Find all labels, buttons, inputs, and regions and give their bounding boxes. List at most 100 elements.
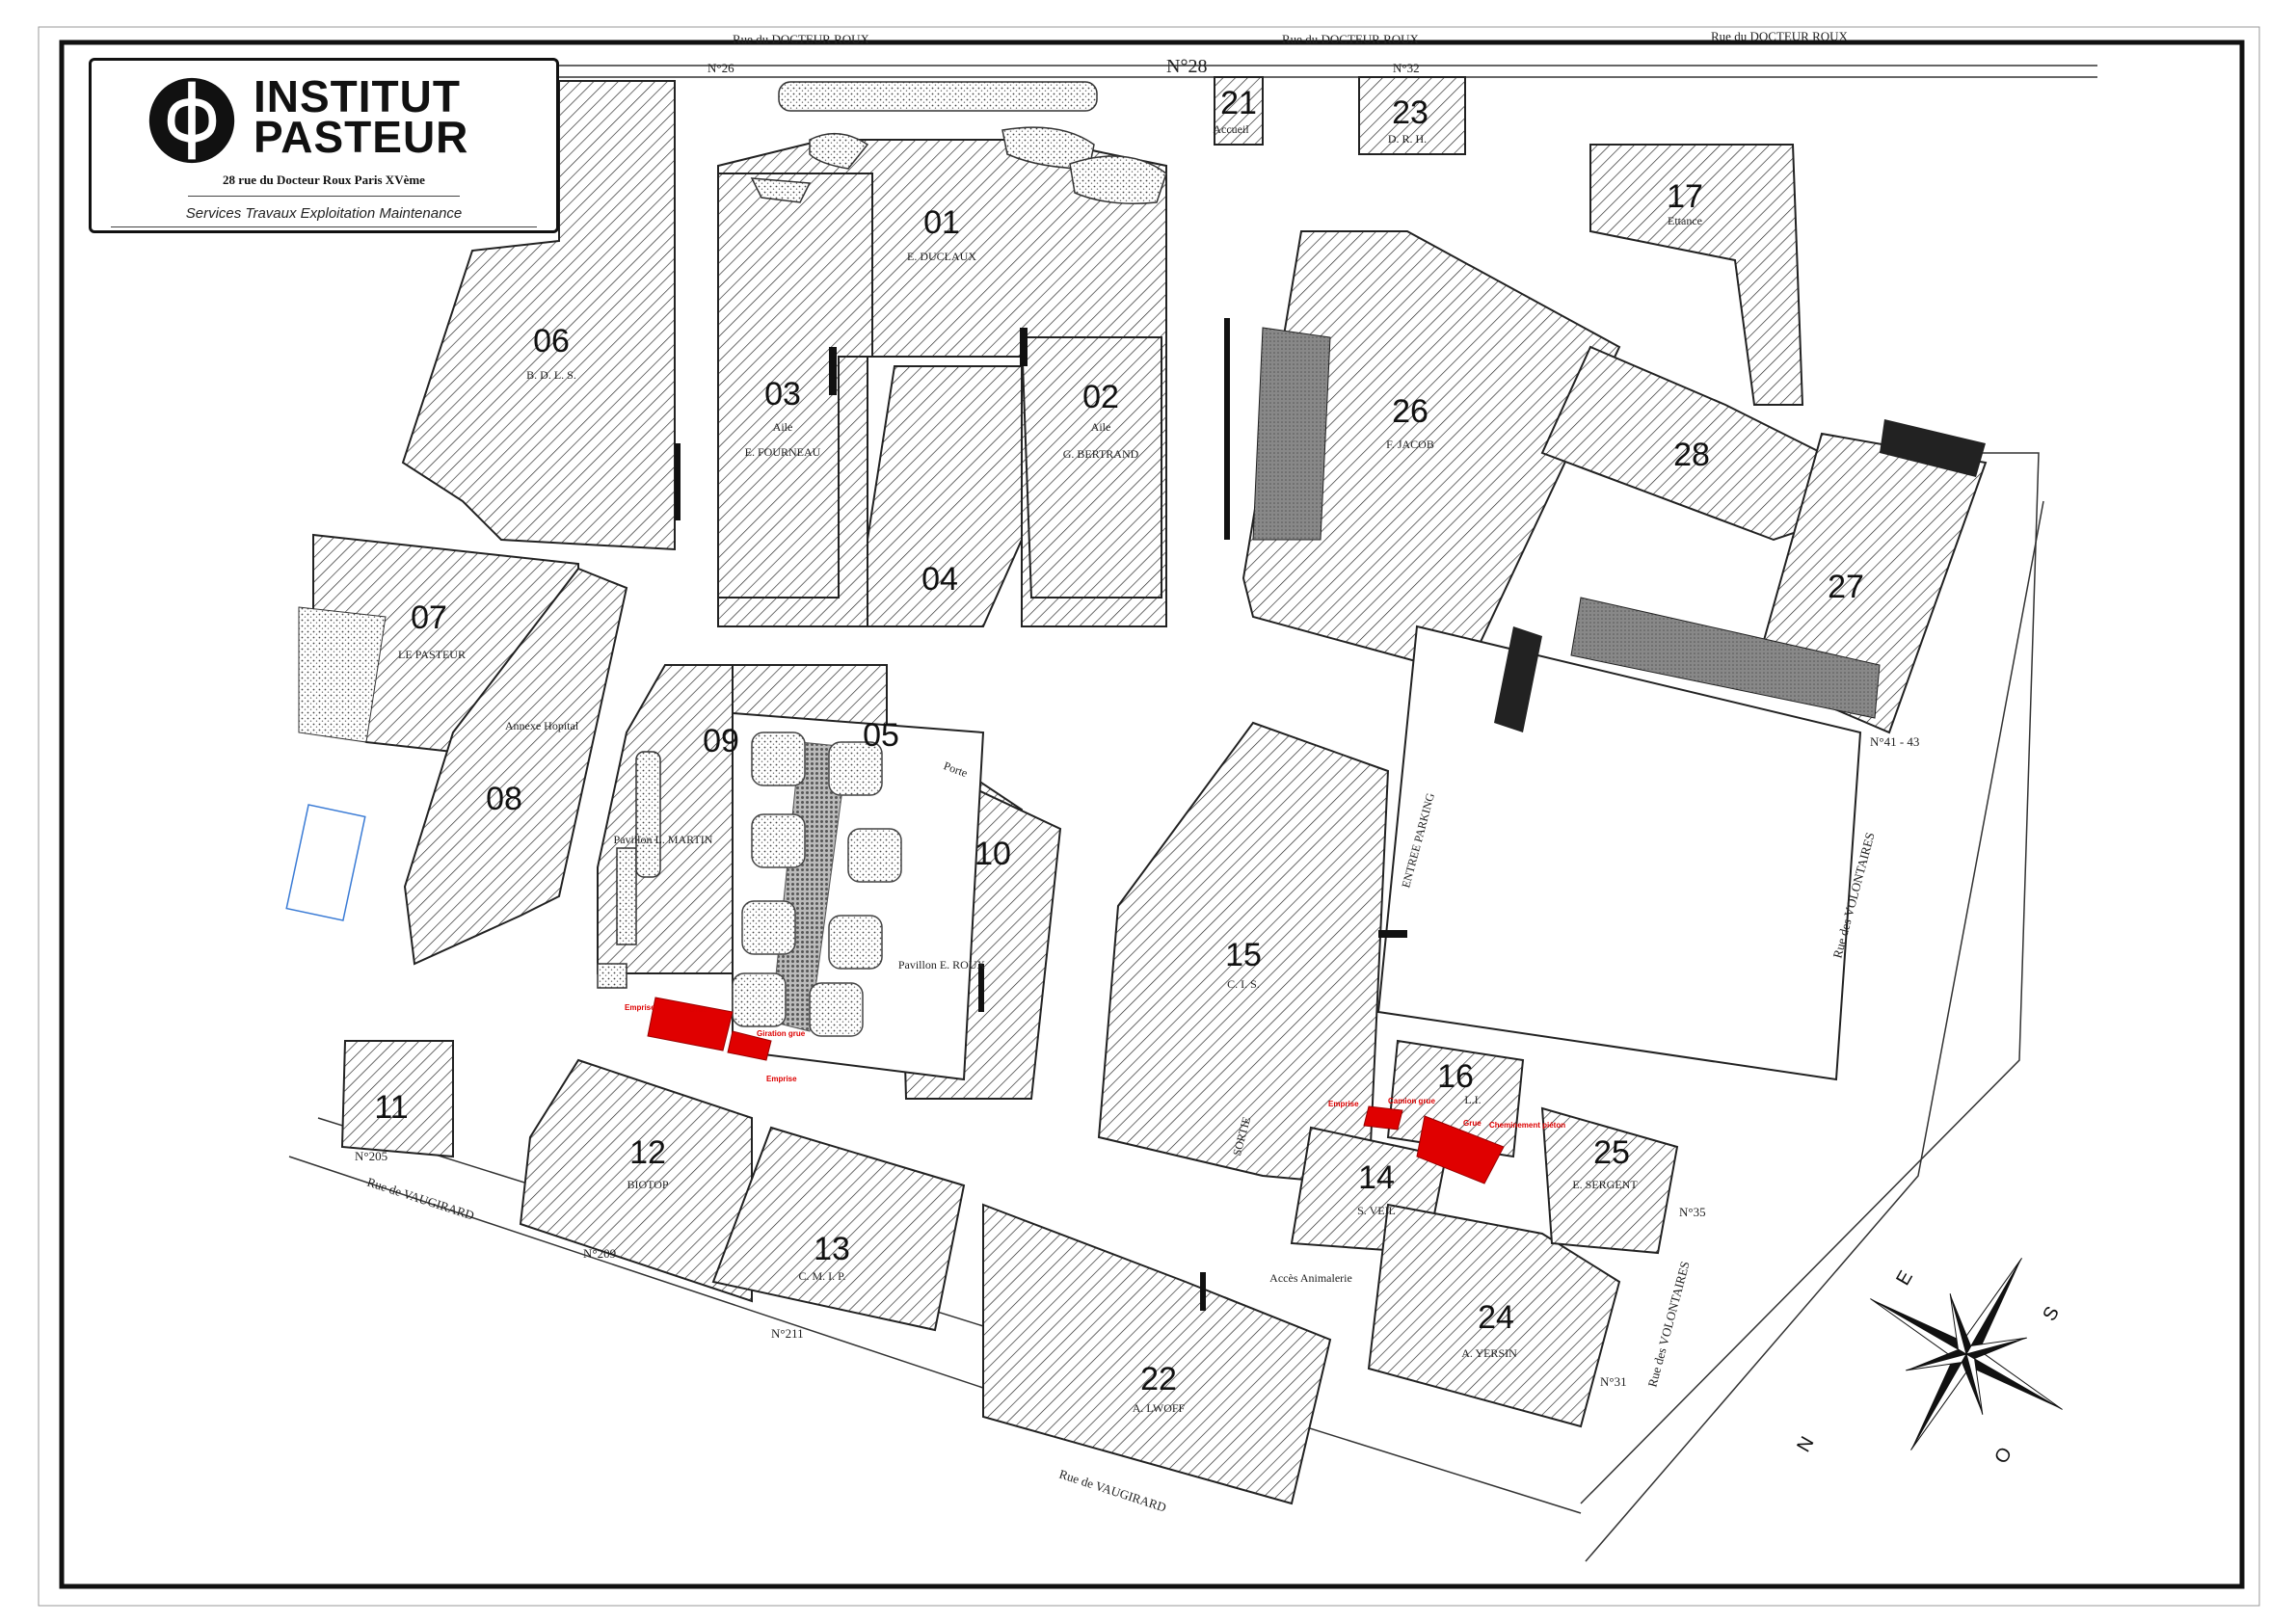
building-22-name: A. LWOFF — [1133, 1401, 1186, 1415]
institution-department: Services Travaux Exploitation Maintenanc… — [185, 205, 463, 222]
cloister-garden — [732, 732, 902, 1037]
building-28-number: 28 — [1673, 437, 1710, 473]
label-acces-animalerie: Accès Animalerie — [1269, 1271, 1352, 1285]
compass-e: E — [1892, 1267, 1917, 1290]
inner-frame — [59, 40, 2245, 1589]
label-emprise2-west: Emprise — [766, 1075, 797, 1083]
crane-zone-west-2 — [727, 1030, 772, 1061]
building-16-name: L.I. — [1464, 1093, 1481, 1106]
building-22[interactable] — [982, 1203, 1332, 1505]
building-17[interactable] — [1589, 144, 1804, 406]
building-15[interactable] — [1097, 721, 1390, 1187]
street-vaugirard-1: Rue de VAUGIRARD — [365, 1175, 476, 1223]
building-17-name: Ettance — [1668, 214, 1702, 227]
building-24[interactable] — [1367, 1203, 1621, 1428]
building-12[interactable] — [519, 1058, 753, 1303]
building-03-sub: Aile — [773, 420, 793, 434]
front-gardens — [597, 81, 1167, 989]
compass-o: O — [1990, 1444, 2016, 1467]
building-13[interactable] — [711, 1126, 966, 1332]
building-01-number: 01 — [923, 204, 960, 241]
pasteur-logo-icon — [148, 77, 235, 164]
special-areas — [675, 318, 1986, 1311]
street-number-205: N°205 — [355, 1149, 387, 1163]
institution-name: INSTITUT PASTEUR — [254, 71, 469, 162]
building-16[interactable] — [1386, 1039, 1525, 1158]
building-23-number: 23 — [1392, 94, 1428, 131]
street-number-209: N°209 — [583, 1246, 616, 1261]
building-12-number: 12 — [629, 1134, 666, 1171]
building-07-name: LE PASTEUR — [398, 648, 466, 661]
building-23[interactable] — [1358, 76, 1466, 155]
label-cheminement-east: Cheminement piéton — [1489, 1121, 1565, 1130]
building-11[interactable] — [340, 1040, 454, 1158]
building-21[interactable] — [1214, 76, 1264, 146]
building-08-number: 08 — [486, 781, 522, 817]
building-26-number: 26 — [1392, 393, 1428, 430]
institution-header: INSTITUT PASTEUR 28 rue du Docteur Roux … — [89, 58, 559, 233]
building-03-number: 03 — [764, 376, 801, 412]
building-14-name: S. VEIL — [1357, 1204, 1396, 1217]
building-24-number: 24 — [1478, 1299, 1514, 1336]
street-number-41-43: N°41 - 43 — [1870, 734, 1919, 749]
crane-labels: Emprise Grue Giration grue Emprise Empri… — [625, 1003, 1565, 1130]
building-04-number: 04 — [921, 561, 958, 598]
courtyard-central — [1376, 625, 1862, 1081]
building-22-number: 22 — [1140, 1361, 1177, 1397]
street-number-32: N°32 — [1393, 61, 1420, 75]
building-07-number: 07 — [411, 599, 447, 636]
building-09-number: 09 — [703, 723, 739, 759]
building-06[interactable] — [401, 80, 676, 551]
building-03-wing[interactable] — [717, 173, 873, 599]
building-13-name: C. M. I. P. — [798, 1269, 845, 1283]
building-24-name: A. YERSIN — [1461, 1346, 1517, 1360]
building-27-number: 27 — [1828, 569, 1864, 605]
label-grue-east: Grue — [1463, 1119, 1482, 1128]
compass-s: S — [2039, 1303, 2064, 1325]
building-12-name: BIOTOP — [627, 1178, 668, 1191]
crane-zones — [647, 997, 1505, 1184]
label-emprise-east: Emprise — [1328, 1100, 1359, 1108]
institution-address: 28 rue du Docteur Roux Paris XVème — [223, 173, 425, 187]
street-docteur-roux-1: Rue du DOCTEUR ROUX — [733, 32, 870, 46]
building-08-name: Annexe Hopital — [505, 719, 579, 732]
building-15-number: 15 — [1225, 937, 1262, 973]
building-10-number: 10 — [974, 836, 1011, 872]
building-08[interactable] — [403, 567, 628, 966]
street-volontaires-2: Rue des VOLONTAIRES — [1644, 1260, 1692, 1389]
building-09-name: Pavillon L. MARTIN — [614, 833, 713, 846]
building-25-name: E. SERGENT — [1572, 1178, 1638, 1191]
label-grue-west: Grue — [689, 1005, 707, 1014]
building-13-number: 13 — [814, 1231, 850, 1267]
building-06-name: B. D. L. S. — [526, 368, 576, 382]
parking-slot — [285, 804, 366, 921]
label-emprise-west: Emprise — [625, 1003, 655, 1012]
compass-rose — [1870, 1258, 2063, 1450]
building-06-number: 06 — [533, 323, 570, 359]
building-26-name: F. JACOB — [1386, 438, 1434, 451]
street-numbers: N°26 N°28 N°32 N°41 - 43 N°35 N°31 N°205… — [355, 56, 1919, 1389]
compass-n: N — [1793, 1433, 1818, 1456]
building-25-number: 25 — [1593, 1134, 1630, 1171]
building-03-name: E. FOURNEAU — [745, 445, 821, 459]
outer-frame — [38, 26, 2260, 1607]
label-giration-west: Giration grue — [757, 1029, 806, 1038]
street-docteur-roux-2: Rue du DOCTEUR ROUX — [1282, 32, 1420, 46]
header-divider-2 — [111, 226, 537, 227]
building-11-number: 11 — [374, 1089, 408, 1126]
building-labels: 01 E. DUCLAUX 02 Aile G. BERTRAND 03 Ail… — [374, 85, 1864, 1415]
crane-zone-east-2 — [1416, 1115, 1505, 1184]
building-02-wing[interactable] — [1020, 336, 1162, 599]
building-17-number: 17 — [1667, 178, 1703, 215]
building-01-name: E. DUCLAUX — [907, 250, 976, 263]
street-number-28: N°28 — [1166, 56, 1207, 77]
street-number-31: N°31 — [1600, 1374, 1627, 1389]
street-number-35: N°35 — [1679, 1205, 1706, 1219]
building-05-number: 05 — [863, 717, 899, 754]
crane-zone-east-1 — [1363, 1105, 1403, 1131]
building-21-number: 21 — [1220, 85, 1257, 121]
building-02-sub: Aile — [1091, 420, 1111, 434]
building-02-name: G. BERTRAND — [1063, 447, 1139, 461]
building-25[interactable] — [1540, 1106, 1679, 1255]
